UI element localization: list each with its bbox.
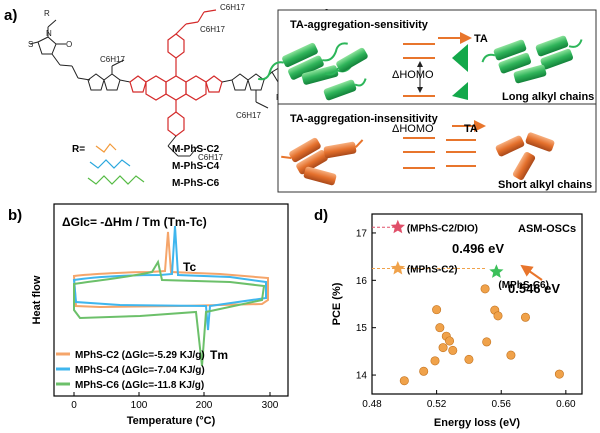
core-bdt: [129, 9, 223, 137]
scatter-point: [448, 345, 458, 355]
panel-c-frame: [277, 9, 597, 193]
energy-diagram-top: TA ΔHOMO: [392, 32, 488, 100]
dsc-ylabel: Heat flow: [31, 275, 43, 324]
panel-d: d) ASM-OSCs 0.48 0.52 0.56 0.60 14 15 16 17 (MP…: [314, 207, 583, 429]
ta-label-top: TA: [474, 33, 488, 45]
scatter-star-label: (MPhS-C2/DIO): [407, 223, 478, 234]
scatter-star-label: (MPhS-C2): [407, 264, 458, 275]
dsc-curve-c6: [73, 259, 266, 367]
scatter-point: [493, 311, 503, 321]
dsc-x-axis: 0 100 200 300 Temperature (°C): [71, 392, 279, 427]
scatter-highlights: (MPhS-C2/DIO) (MPhS-C2) (MPhS-C6): [390, 219, 549, 291]
annotation-0546: 0.546 eV: [508, 281, 560, 296]
tc-label: Tc: [183, 260, 196, 274]
scatter-ytick-label: 15: [356, 323, 368, 334]
scatter-star-marker: [489, 264, 504, 278]
legend-dsc-c2: MPhS-C2 (ΔGlc=-5.29 KJ/g): [75, 350, 205, 361]
legend-mphs-c2: M-PhS-C2: [172, 144, 220, 155]
short-alkyl-label: Short alkyl chains: [498, 179, 592, 191]
tm-label: Tm: [210, 348, 228, 362]
ta-label-bottom: TA: [464, 123, 478, 135]
scatter-point: [419, 366, 429, 376]
r-legend: M-PhS-C2 M-PhS-C4 M-PhS-C6: [87, 143, 220, 189]
scatter-point: [438, 343, 448, 353]
scatter-point: [554, 369, 564, 379]
dsc-xtick-100: 100: [131, 400, 148, 411]
scatter-xtick-label: 0.52: [427, 399, 447, 410]
dsc-xlabel: Temperature (°C): [127, 415, 216, 427]
scatter-point: [430, 356, 440, 366]
dsc-xtick-0: 0: [71, 400, 77, 411]
legend-mphs-c4: M-PhS-C4: [172, 161, 220, 172]
scatter-point: [482, 337, 492, 347]
energy-diagram-bottom: TA ΔHOMO: [392, 120, 486, 169]
panel-label-a: a): [4, 7, 17, 24]
panel-label-d: d): [314, 207, 328, 224]
panel-c: c) TA-aggregation-sensitivity TA-aggrega…: [257, 7, 597, 193]
long-alkyl-label: Long alkyl chains: [502, 91, 594, 103]
homo-label-top: ΔHOMO: [392, 69, 434, 81]
title-aggregation-sensitivity: TA-aggregation-sensitivity: [290, 19, 429, 31]
scatter-star-label: (MPhS-C6): [498, 280, 549, 291]
scatter-xtick-label: 0.60: [556, 399, 576, 410]
scatter-star-marker: [390, 261, 405, 275]
scatter-point: [464, 354, 474, 364]
scatter-point: [480, 284, 490, 294]
scatter-point: [432, 305, 442, 315]
annotation-arrow: [520, 264, 543, 281]
r-substituent-left: R: [44, 9, 50, 18]
panel-b: b) ΔGlc= -ΔHm / Tm (Tm-Tc) Tc Tm MPhS-C2…: [8, 203, 289, 427]
dsc-xtick-200: 200: [196, 400, 213, 411]
green-aggregate-right: [481, 35, 583, 84]
scatter-xtick-label: 0.48: [362, 399, 382, 410]
atom-o-left: O: [66, 40, 72, 49]
scatter-star-marker: [390, 219, 405, 234]
scatter-point: [445, 336, 455, 346]
orange-aggregate-left: [281, 137, 364, 186]
legend-mphs-c6: M-PhS-C6: [172, 178, 220, 189]
alkyl-label-2: C6H17: [236, 111, 261, 120]
scatter-ytick-label: 16: [356, 276, 368, 287]
green-aggregate-left: [257, 42, 368, 101]
alkyl-label-3: C6H17: [220, 3, 245, 12]
legend-dsc-c4: MPhS-C4 (ΔGlc=-7.04 KJ/g): [75, 365, 205, 376]
panel-a: a) R S O N C6H17: [4, 3, 307, 189]
scatter-point: [435, 323, 445, 333]
gibbs-equation: ΔGlc= -ΔHm / Tm (Tm-Tc): [62, 215, 207, 229]
dsc-curves: [72, 225, 269, 367]
scatter-point: [399, 376, 409, 386]
scatter-xlabel: Energy loss (eV): [434, 417, 521, 429]
legend-dsc-c6: MPhS-C6 (ΔGlc=-11.8 KJ/g): [75, 380, 204, 391]
r-equals-label: R=: [72, 144, 85, 155]
orange-aggregate-right: [495, 132, 555, 181]
bithiophene-right: [221, 71, 273, 109]
scatter-title: ASM-OSCs: [518, 223, 576, 235]
alkyl-label-5: C6H17: [198, 153, 223, 162]
bottom-phenyl-chain: [167, 135, 199, 157]
scatter-xtick-label: 0.56: [491, 399, 511, 410]
title-aggregation-insensitivity: TA-aggregation-insensitivity: [290, 113, 439, 125]
dsc-legend: MPhS-C2 (ΔGlc=-5.29 KJ/g) MPhS-C4 (ΔGlc=…: [56, 350, 205, 391]
scatter-points: [399, 284, 564, 386]
panel-label-b: b): [8, 207, 22, 224]
alkyl-label-1: C6H17: [100, 55, 125, 64]
scatter-ylabel: PCE (%): [331, 282, 343, 325]
scatter-ytick-label: 17: [356, 228, 368, 239]
homo-label-bottom: ΔHOMO: [392, 123, 434, 135]
scatter-point: [520, 312, 530, 322]
dsc-xtick-300: 300: [262, 400, 279, 411]
bithiophene-left: [87, 59, 131, 91]
left-end-group: [29, 19, 91, 81]
alkyl-label-4: C6H17: [200, 25, 225, 34]
scatter-point: [506, 350, 516, 360]
scatter-ticks: 0.48 0.52 0.56 0.60 14 15 16 17: [356, 228, 576, 410]
atom-n-left: N: [46, 29, 52, 38]
annotation-0496: 0.496 eV: [452, 241, 504, 256]
scatter-frame: [371, 213, 583, 395]
atom-s-left: S: [28, 40, 33, 49]
scatter-ytick-label: 14: [356, 371, 368, 382]
